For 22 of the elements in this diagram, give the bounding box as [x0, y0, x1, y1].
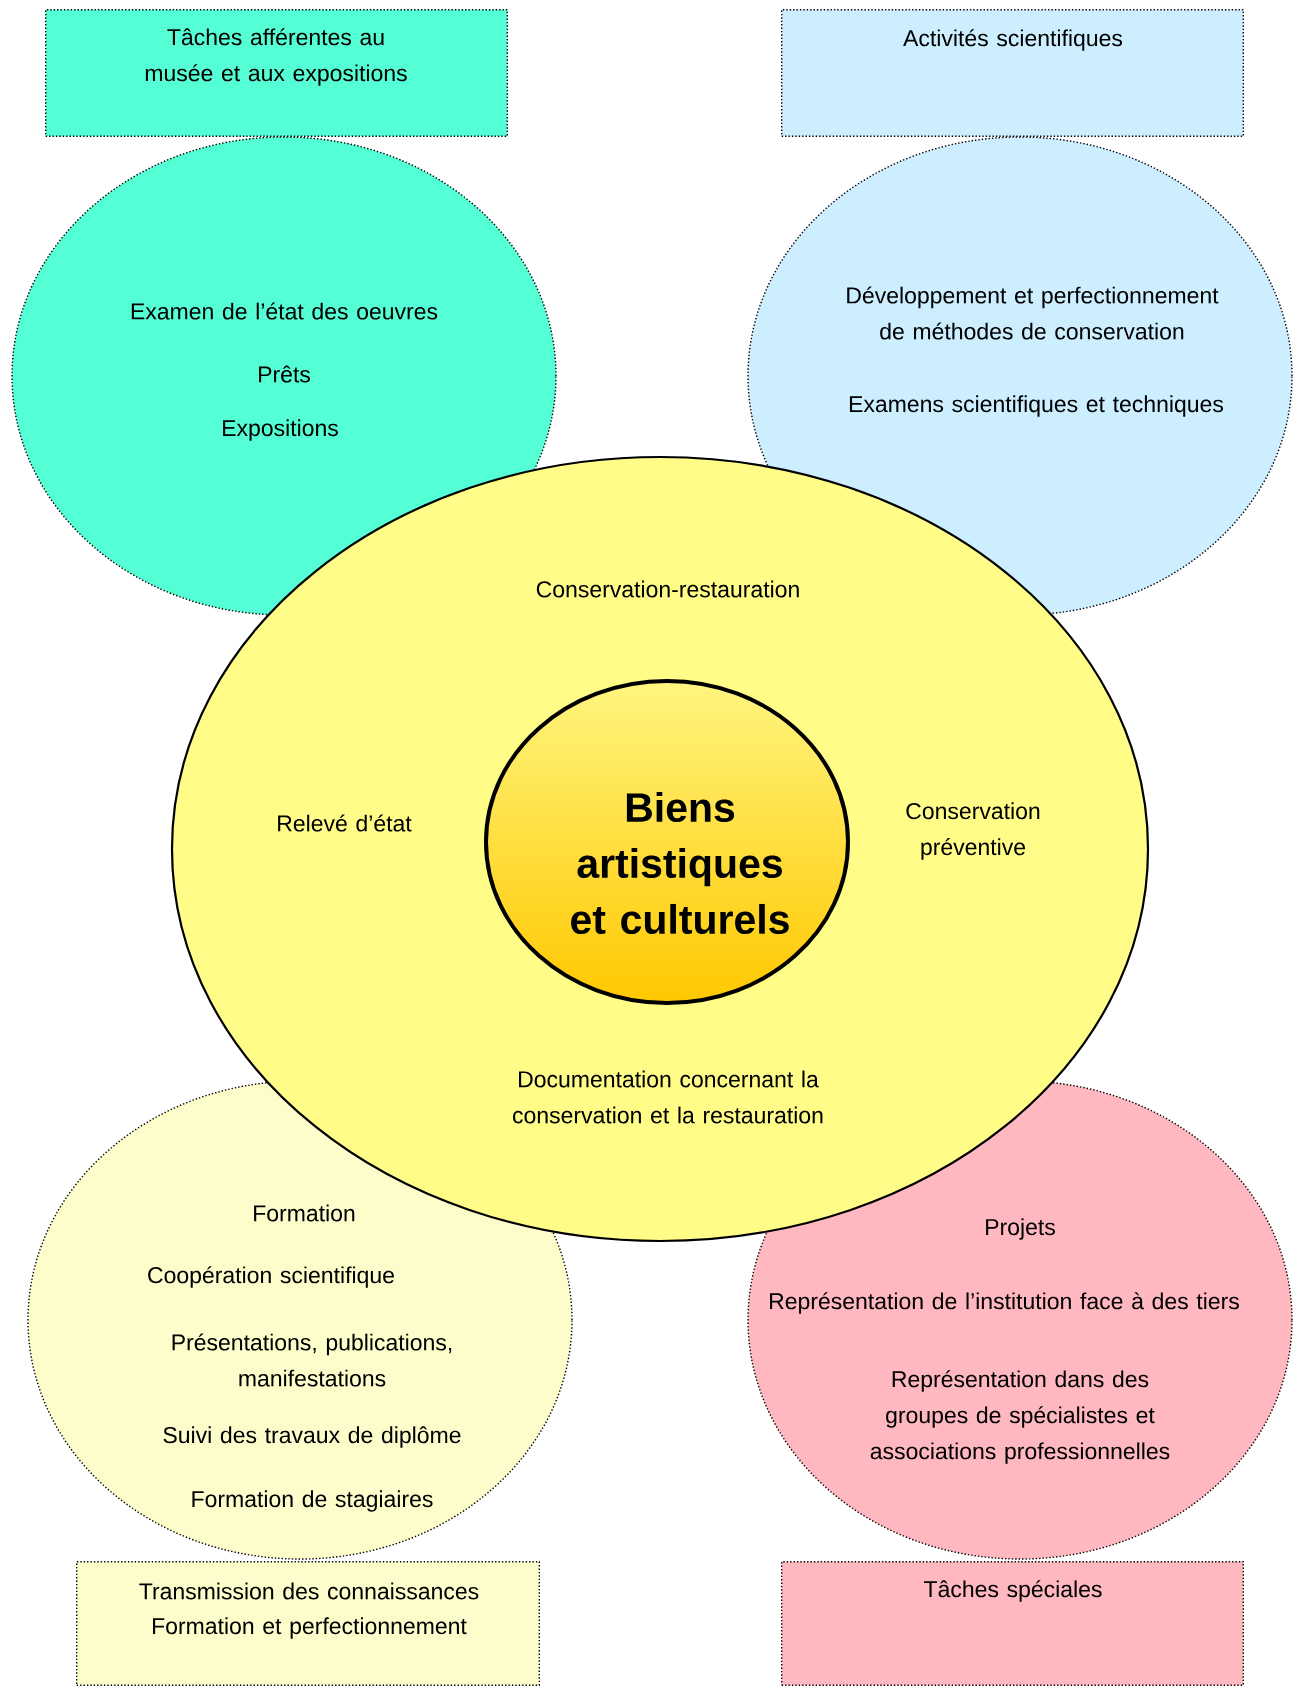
category-box: Transmission des connaissances Formation et perfectionnement [76, 1561, 540, 1686]
category-box: Tâches spéciales [781, 1561, 1244, 1686]
item-text: Présentations, publications, manifestations [172, 1333, 452, 1387]
item-text: Expositions [223, 419, 338, 441]
item-text: Conservation-restauration [536, 580, 799, 598]
item-text: Représentation dans des groupes de spécialistes et associations professionnelles [870, 1370, 1170, 1464]
item-text: Formation de stagiaires [192, 1490, 433, 1512]
category-box: Activités scientifiques [781, 9, 1244, 137]
item-text: Suivi des travaux de diplôme [163, 1426, 461, 1448]
category-box: Tâches afférentes au musée et aux expositions [45, 9, 508, 137]
item-text: Projets [986, 1218, 1055, 1240]
item-text: Formation [254, 1204, 355, 1222]
item-text: Conservation préventive [906, 802, 1040, 860]
item-text: Relevé d’état [278, 814, 412, 832]
item-text: Biens artistiques et culturels [571, 791, 789, 935]
item-text: Documentation concernant la conservation et la restauration [513, 1070, 823, 1124]
item-text: Représentation de l’institution face à des tiers [770, 1292, 1239, 1314]
item-text: Examens scientifiques et techniques [849, 395, 1223, 417]
item-text: Examen de l’état des oeuvres [131, 302, 438, 320]
item-text: Développement et perfectionnement de méthodes de conservation [847, 286, 1219, 340]
item-text: Coopération scientifique [148, 1266, 394, 1288]
item-text: Prêts [259, 365, 310, 383]
